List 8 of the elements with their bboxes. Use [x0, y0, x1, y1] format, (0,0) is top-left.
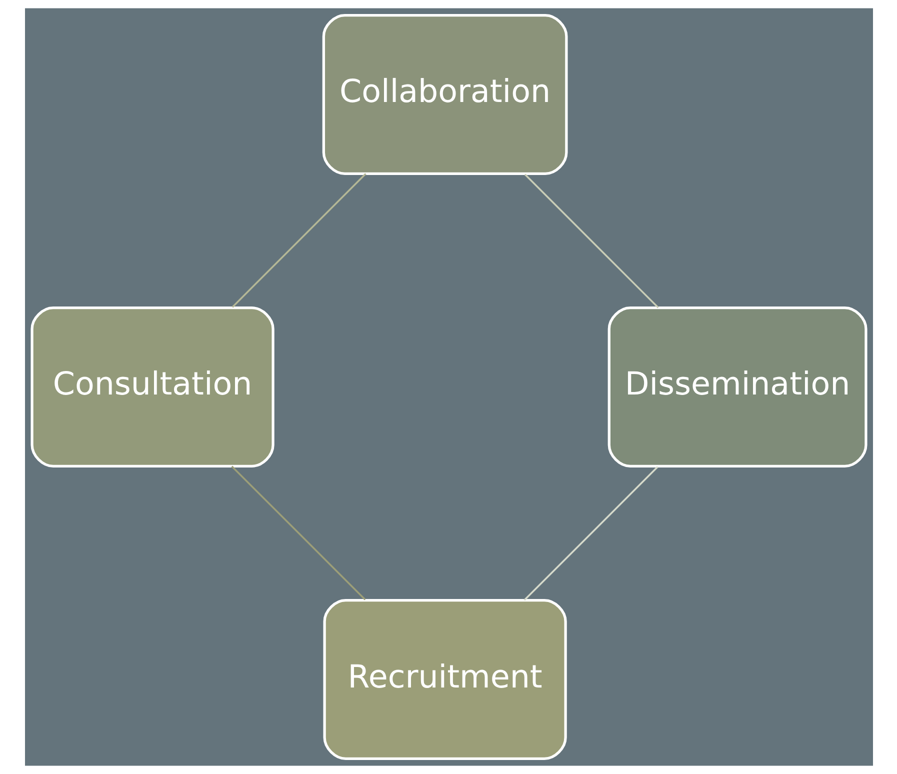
connector — [524, 174, 658, 308]
node-box: Dissemination — [607, 306, 867, 468]
connector — [230, 466, 366, 600]
node-box: Collaboration — [322, 14, 568, 175]
node-box: Consultation — [30, 306, 274, 468]
connector — [231, 173, 366, 308]
connector — [523, 466, 658, 601]
node-box: Recruitment — [322, 599, 566, 760]
